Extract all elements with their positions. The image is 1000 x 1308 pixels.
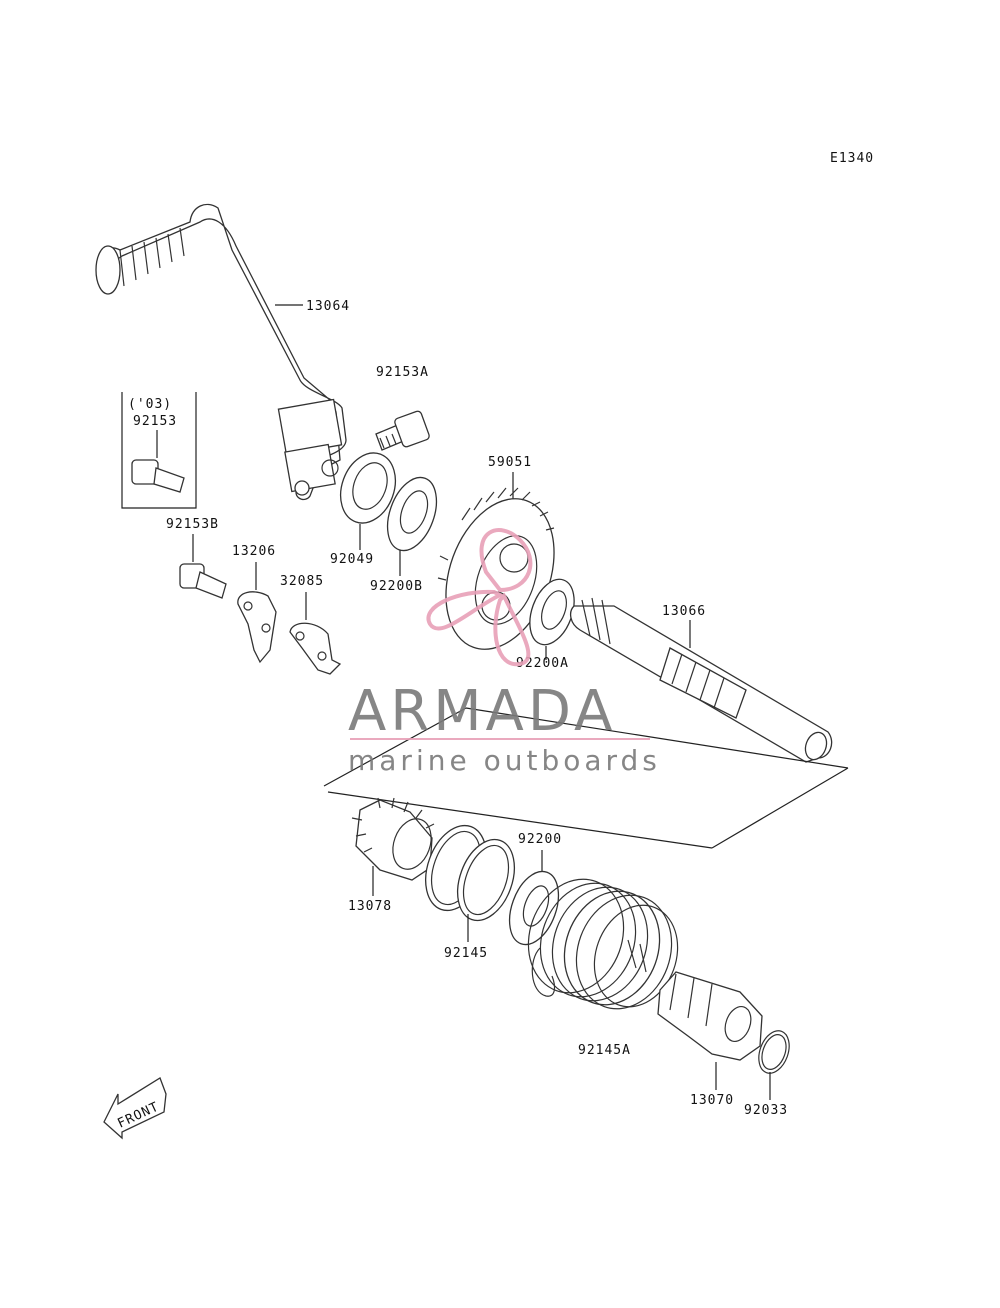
kick-shaft-13066	[569, 597, 833, 763]
plate-32085	[289, 622, 342, 675]
ratchet-gear-13078	[351, 797, 435, 881]
label-92200B: 92200B	[370, 579, 423, 594]
front-arrow-icon: FRONT	[103, 1077, 167, 1140]
propeller-logo-icon	[426, 528, 533, 667]
diagram-code: E1340	[830, 151, 874, 166]
label-13078: 13078	[348, 899, 392, 914]
inset-box-03: ('03) 92153	[121, 392, 197, 509]
label-92153B: 92153B	[166, 517, 219, 532]
coil-spring-92145A	[527, 878, 679, 1010]
label-92153A: 92153A	[376, 365, 429, 380]
spring-92145	[425, 824, 515, 922]
kick-pedal-lever	[95, 203, 347, 501]
label-13206: 13206	[232, 544, 276, 559]
label-13070: 13070	[690, 1093, 734, 1108]
assembly-outline	[323, 707, 849, 849]
circlip-92033	[758, 1030, 790, 1074]
inset-year-note: ('03)	[128, 397, 172, 412]
washer-92200B	[386, 476, 438, 552]
label-13066: 13066	[662, 604, 706, 619]
label-92145A: 92145A	[578, 1043, 631, 1058]
bolt-92153A	[375, 410, 430, 451]
label-92145: 92145	[444, 946, 488, 961]
label-13064: 13064	[306, 299, 350, 314]
bolt-92153B	[179, 563, 227, 599]
oil-seal-92049	[339, 452, 397, 524]
label-32085: 32085	[280, 574, 324, 589]
watermark-tagline: marine outboards	[348, 744, 661, 777]
spring-guide-13070	[657, 971, 763, 1061]
plate-13206	[237, 591, 277, 664]
label-59051: 59051	[488, 455, 532, 470]
watermark-brand: ARMADA	[348, 679, 616, 744]
label-92153: 92153	[133, 414, 177, 429]
washer-92200	[508, 870, 560, 946]
label-92200: 92200	[518, 832, 562, 847]
label-92049: 92049	[330, 552, 374, 567]
label-92033: 92033	[744, 1103, 788, 1118]
watermark-logo: ARMADA marine outboards	[348, 528, 661, 777]
